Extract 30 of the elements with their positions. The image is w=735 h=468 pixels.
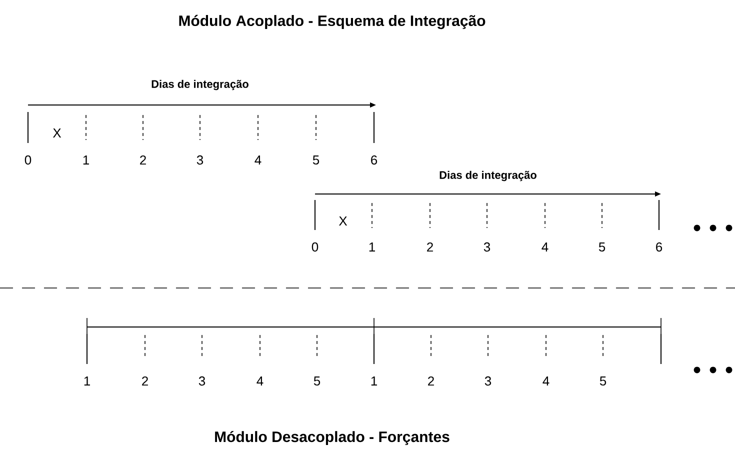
tick-label: 5 [314, 376, 320, 386]
tick-label: 2 [142, 376, 148, 386]
tick-label: 0 [24, 155, 32, 165]
caption: Módulo Desacoplado - Forçantes [215, 430, 450, 446]
tick-label: 1 [369, 242, 375, 252]
tick-label: 5 [312, 155, 320, 165]
tick-label: 4 [542, 376, 550, 386]
tick-label: 1 [371, 376, 377, 386]
tick-label: 6 [371, 155, 378, 165]
tick-label: 3 [198, 376, 206, 386]
tick-label: 2 [427, 242, 433, 252]
tick-label: 1 [84, 376, 90, 386]
tick-label: 4 [542, 242, 548, 252]
tick-label: 0 [312, 242, 318, 252]
title: Módulo Acoplado - Esquema de Integração [179, 14, 486, 30]
tick-label: 3 [484, 376, 492, 386]
tick-label: 3 [484, 242, 490, 252]
tick-label: 3 [196, 155, 204, 165]
tick-label: 6 [656, 242, 662, 252]
tick-label: 2 [428, 376, 434, 386]
axis-title: Dias de integração [152, 80, 248, 90]
tick-label: 4 [256, 376, 264, 386]
axis-title: Dias de integração [440, 170, 536, 182]
tick-label: 1 [83, 156, 89, 164]
tick-label: 5 [600, 376, 606, 386]
tick-label: 2 [140, 155, 146, 165]
tick-label: 4 [254, 156, 262, 164]
day-marker: X [52, 128, 62, 138]
day-marker: X [338, 216, 348, 226]
tick-label: 5 [598, 242, 606, 252]
